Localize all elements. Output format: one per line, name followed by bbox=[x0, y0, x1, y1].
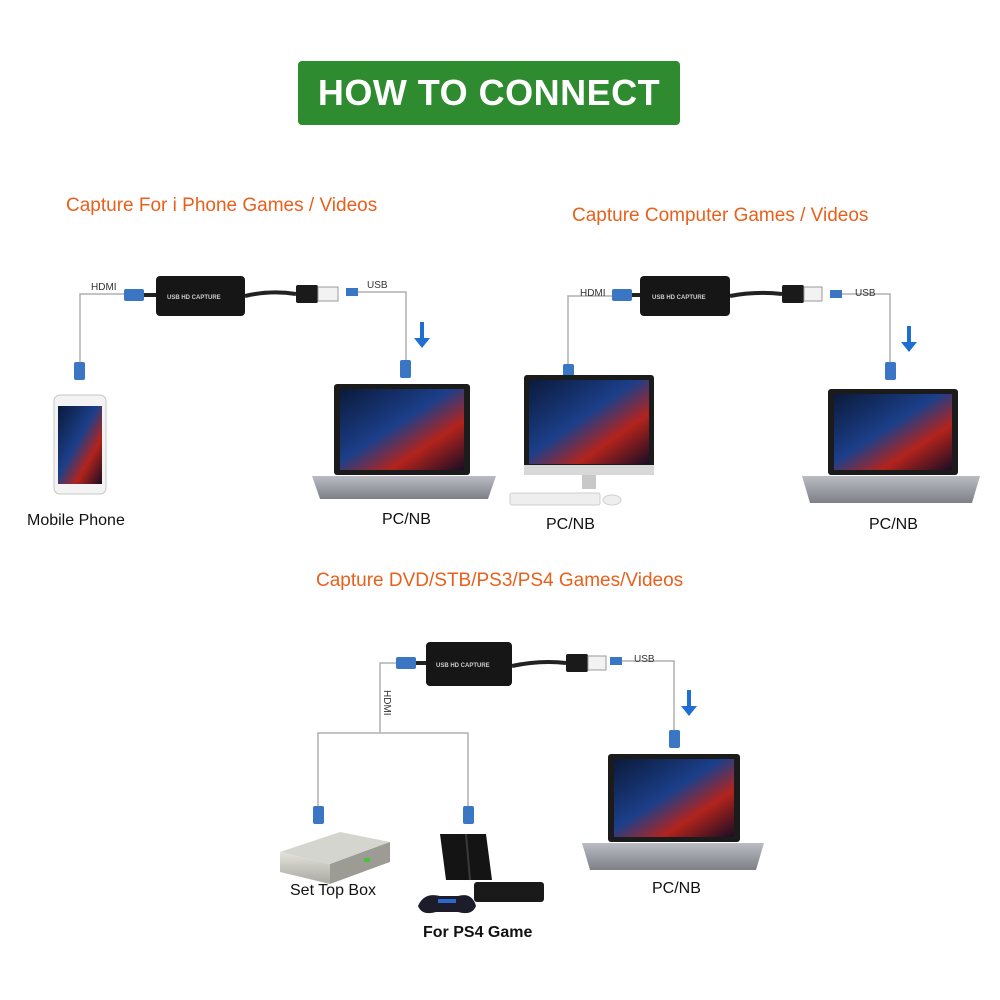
capture-label: USB HD CAPTURE bbox=[167, 295, 221, 301]
svg-text:USB HD CAPTURE: USB HD CAPTURE bbox=[652, 295, 706, 301]
hdmi-plug-icon bbox=[124, 289, 144, 301]
laptop-icon bbox=[582, 754, 764, 870]
set-top-box-icon bbox=[280, 832, 390, 884]
usb-plug-icon bbox=[317, 286, 339, 302]
usb-capture-device-icon: USB HD CAPTURE bbox=[156, 276, 245, 316]
device-label-mobile-phone: Mobile Phone bbox=[27, 512, 125, 529]
phone-icon bbox=[53, 394, 107, 495]
hdmi-label: HDMI bbox=[381, 690, 392, 716]
hdmi-plug-icon bbox=[612, 289, 632, 301]
section-title-computer: Capture Computer Games / Videos bbox=[572, 205, 869, 226]
ps4-console-icon bbox=[418, 833, 544, 914]
down-arrow-icon bbox=[681, 690, 697, 716]
down-arrow-icon bbox=[414, 322, 430, 348]
usb-capture-device-icon: USB HD CAPTURE bbox=[640, 276, 730, 316]
section-title-iphone: Capture For i Phone Games / Videos bbox=[66, 195, 378, 216]
device-label-pcnb: PC/NB bbox=[546, 516, 595, 533]
hdmi-label: HDMI bbox=[580, 288, 606, 299]
usb-label: USB bbox=[855, 288, 876, 299]
section-title-dvd: Capture DVD/STB/PS3/PS4 Games/Videos bbox=[316, 570, 684, 591]
device-label-ps4: For PS4 Game bbox=[423, 924, 533, 941]
laptop-icon bbox=[312, 384, 496, 499]
hdmi-label: HDMI bbox=[91, 282, 117, 293]
usb-capture-device-icon: USB HD CAPTURE bbox=[426, 642, 512, 686]
hdmi-plug-icon bbox=[396, 657, 416, 669]
how-to-connect-banner: HOW TO CONNECT bbox=[298, 61, 680, 125]
device-label-pcnb: PC/NB bbox=[869, 516, 918, 533]
device-label-set-top-box: Set Top Box bbox=[290, 882, 376, 899]
usb-plug-icon bbox=[803, 286, 823, 302]
device-label-pcnb: PC/NB bbox=[652, 880, 701, 897]
monitor-icon bbox=[509, 375, 654, 506]
down-arrow-icon bbox=[901, 326, 917, 352]
device-label-pcnb: PC/NB bbox=[382, 511, 431, 528]
hdmi-plug-icon bbox=[74, 362, 85, 380]
laptop-icon bbox=[802, 389, 980, 503]
usb-label: USB bbox=[634, 654, 655, 665]
usb-plug-icon bbox=[587, 655, 607, 671]
svg-text:USB HD CAPTURE: USB HD CAPTURE bbox=[436, 663, 490, 669]
usb-label: USB bbox=[367, 280, 388, 291]
